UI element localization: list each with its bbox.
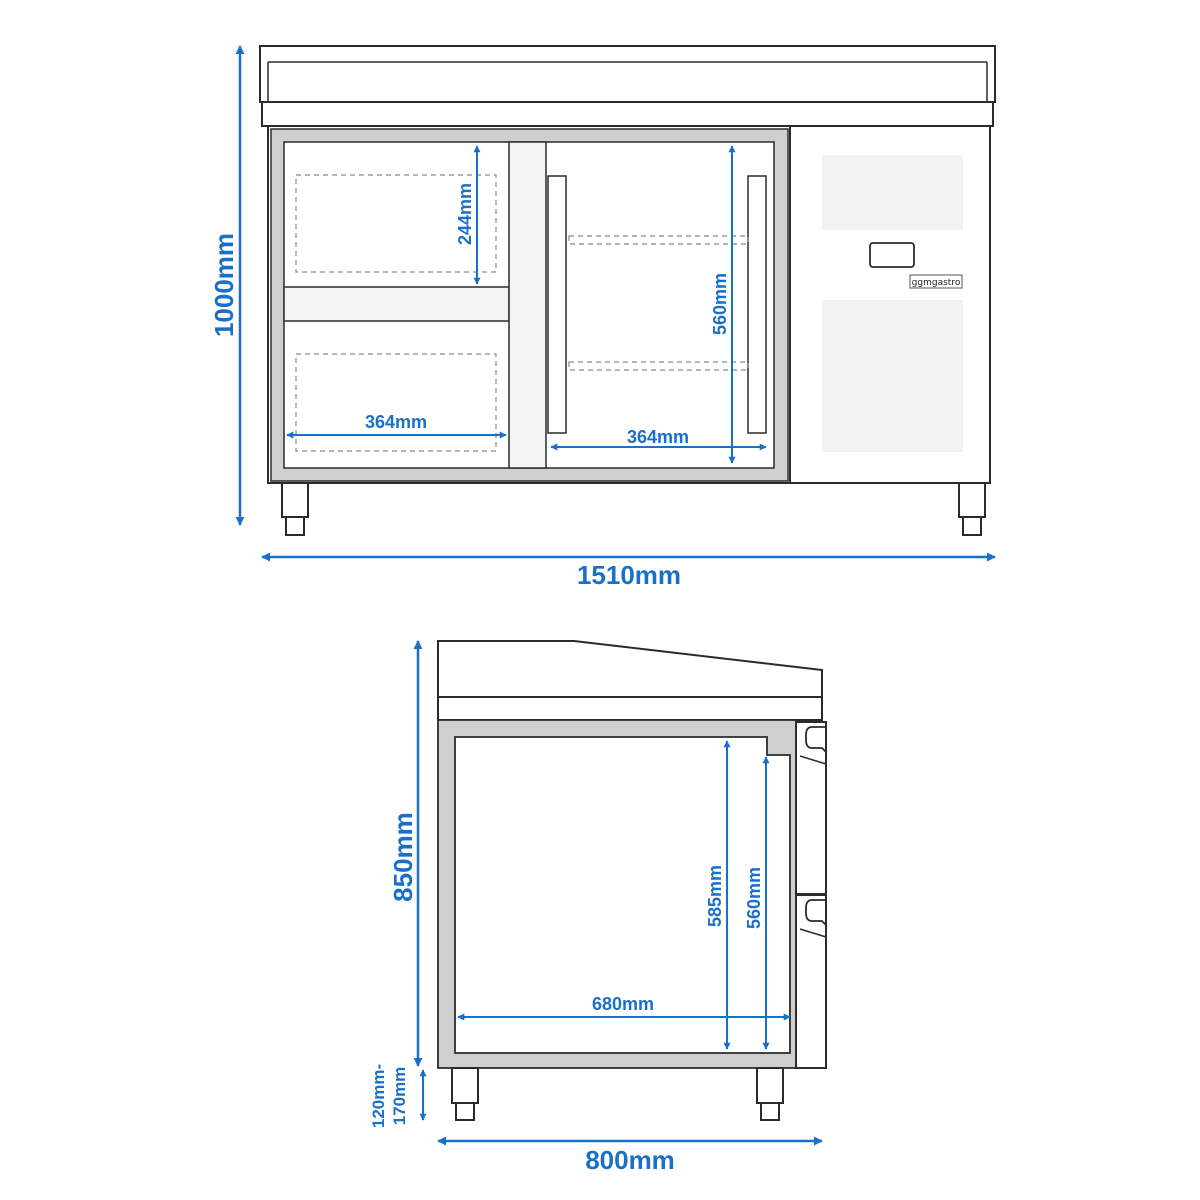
front-leg-right bbox=[958, 482, 986, 518]
side-view bbox=[437, 640, 827, 1121]
label-1000mm: 1000mm bbox=[209, 233, 239, 337]
door-frame bbox=[270, 128, 789, 482]
vent-grille-top bbox=[822, 155, 963, 230]
label-560mm-front: 560mm bbox=[710, 273, 730, 335]
side-body-frame bbox=[437, 719, 797, 1069]
side-topping-rail bbox=[437, 640, 823, 698]
vent-grille-bottom bbox=[822, 300, 963, 452]
brand-plate bbox=[909, 274, 963, 289]
label-585mm: 585mm bbox=[705, 865, 725, 927]
front-foot-right bbox=[962, 516, 982, 536]
side-worktop bbox=[437, 696, 823, 721]
sliding-door-edge bbox=[508, 141, 547, 469]
front-view bbox=[259, 45, 996, 536]
gn-container-bottom bbox=[295, 353, 497, 452]
side-dimensions bbox=[413, 640, 823, 1146]
gn-container-top bbox=[295, 174, 497, 273]
shelf-lower bbox=[568, 361, 749, 371]
label-1510mm: 1510mm bbox=[577, 560, 681, 590]
label-560mm-side: 560mm bbox=[744, 867, 764, 929]
label-leg-line2: 170mm bbox=[390, 1067, 409, 1126]
topping-rail bbox=[259, 45, 996, 103]
shelf-rail-left bbox=[547, 175, 567, 434]
upper-door-handle-icon bbox=[805, 726, 827, 753]
middle-shelf bbox=[283, 286, 510, 322]
brand-label: ggmgastro bbox=[912, 278, 961, 288]
label-364mm-right: 364mm bbox=[627, 427, 689, 447]
side-leg-right bbox=[756, 1067, 784, 1104]
label-800mm: 800mm bbox=[585, 1145, 675, 1175]
side-door-lower bbox=[795, 894, 827, 1069]
label-244mm: 244mm bbox=[455, 183, 475, 245]
side-foot-left bbox=[455, 1102, 475, 1121]
lower-door-handle-icon bbox=[805, 899, 827, 926]
label-680mm: 680mm bbox=[592, 994, 654, 1014]
label-850mm: 850mm bbox=[388, 812, 418, 902]
front-leg-left bbox=[281, 482, 309, 518]
control-display bbox=[869, 242, 915, 268]
shelf-upper bbox=[568, 235, 749, 245]
side-foot-right bbox=[760, 1102, 780, 1121]
shelf-rail-right bbox=[747, 175, 767, 434]
side-leg-left bbox=[451, 1067, 479, 1104]
front-dimensions bbox=[235, 45, 996, 562]
label-364mm-left: 364mm bbox=[365, 412, 427, 432]
front-foot-left bbox=[285, 516, 305, 536]
label-leg-line1: 120mm- bbox=[369, 1064, 388, 1128]
worktop bbox=[261, 101, 994, 127]
